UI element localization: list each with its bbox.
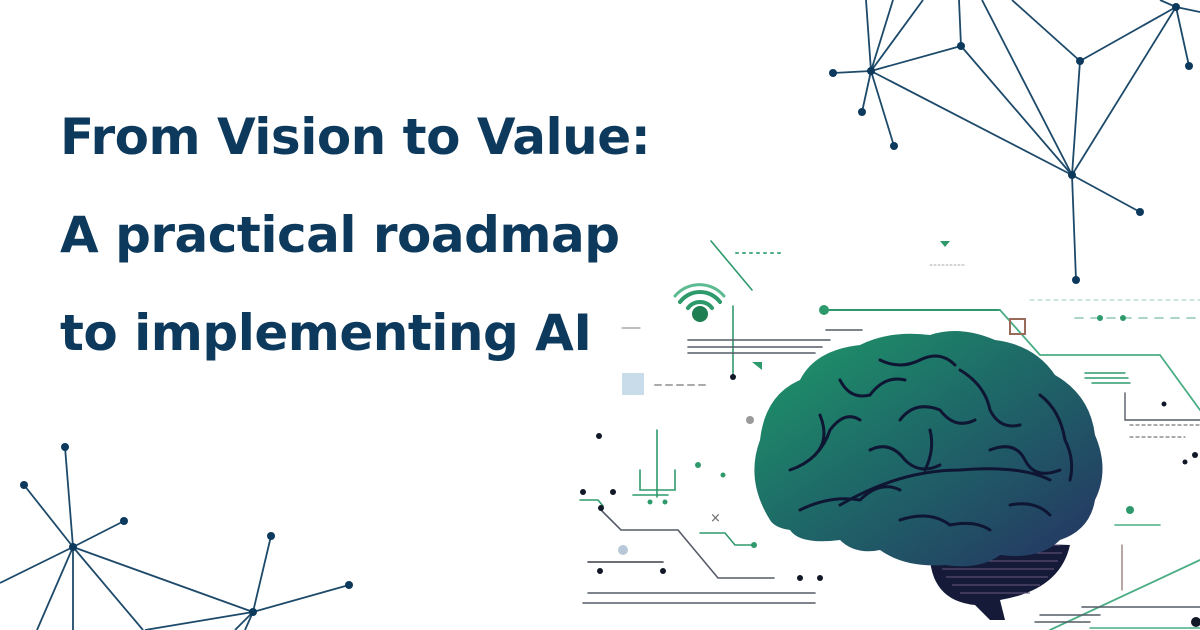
svg-text:×: × (710, 511, 721, 526)
headline: From Vision to Value: A practical roadma… (60, 88, 651, 382)
headline-line-2: A practical roadmap (60, 206, 620, 264)
headline-line-3: to implementing AI (60, 304, 592, 362)
headline-line-1: From Vision to Value: (60, 108, 651, 166)
